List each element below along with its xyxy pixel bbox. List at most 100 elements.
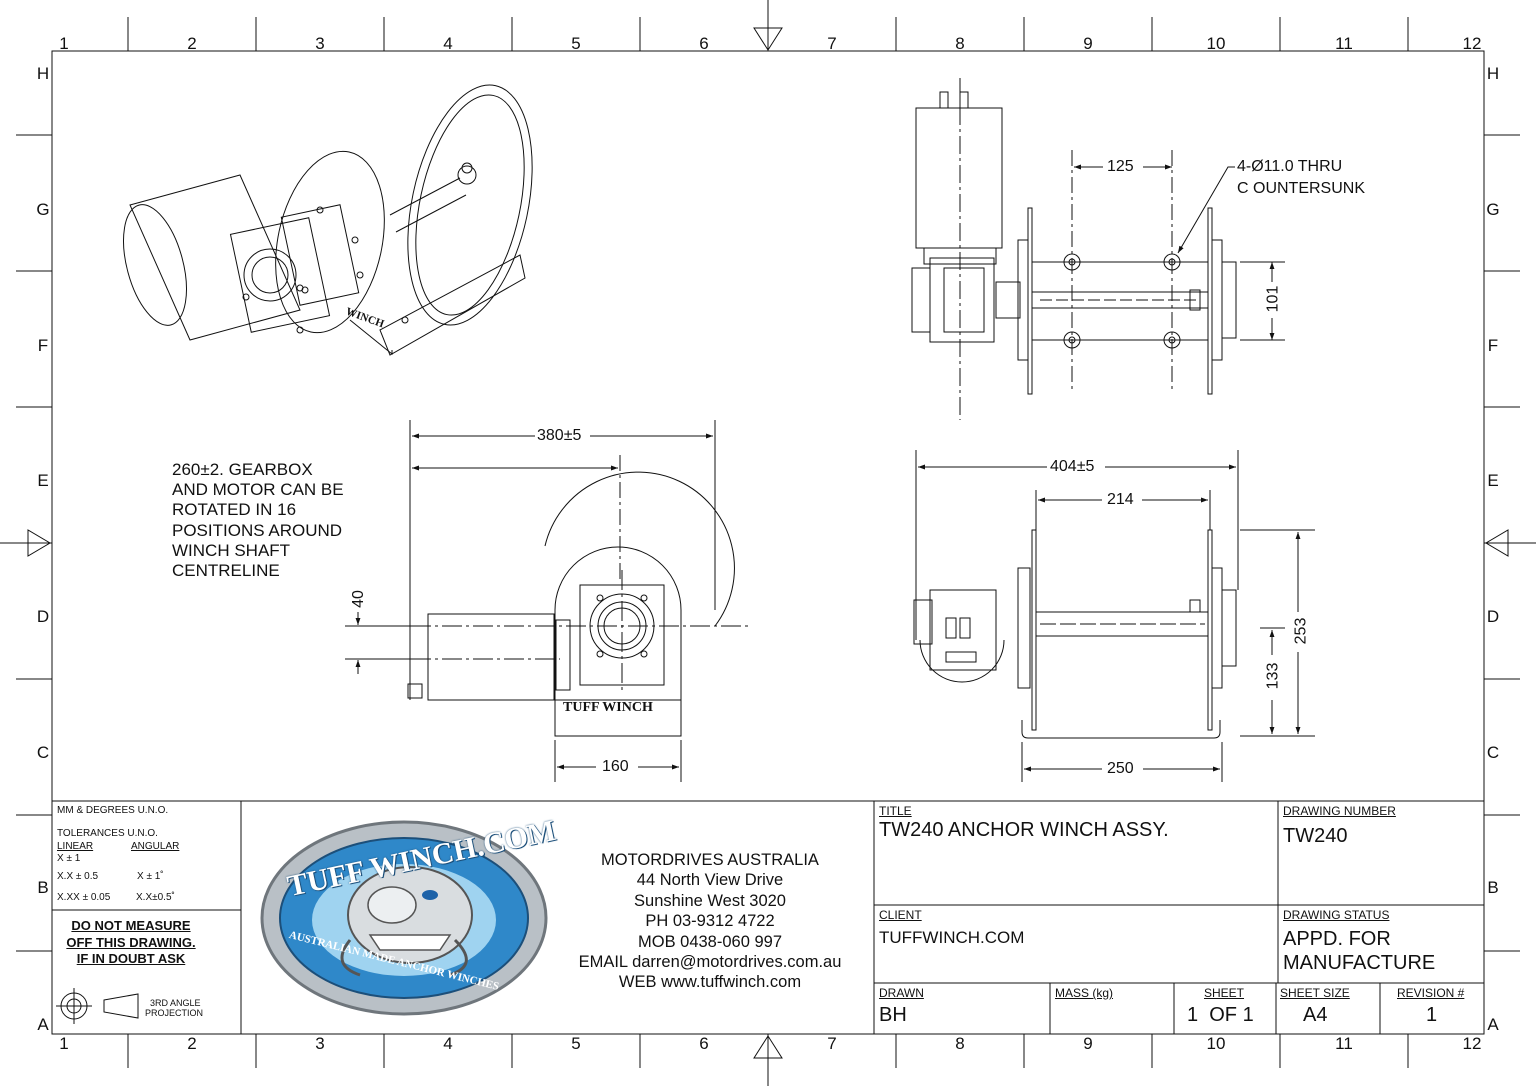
sheet-value: 1 OF 1 <box>1187 1004 1254 1026</box>
zone-col-9: 9 <box>1083 34 1093 53</box>
linear-heading: LINEAR <box>57 841 94 852</box>
zone-col-8-bottom: 8 <box>955 1034 965 1053</box>
zone-row-a: A <box>37 1015 49 1034</box>
note-line: AND MOTOR CAN BE <box>172 480 344 500</box>
title-label: TITLE <box>879 804 912 818</box>
dim-base-160: 160 <box>600 758 631 776</box>
zone-row-g: G <box>36 200 50 219</box>
company-info: MOTORDRIVES AUSTRALIA 44 North View Driv… <box>560 850 860 993</box>
zone-col-1-bottom: 1 <box>59 1034 69 1053</box>
zone-row-e: E <box>37 471 49 490</box>
zone-col-11-bottom: 11 <box>1335 1034 1353 1053</box>
angular-x: X ± 1˚ <box>137 871 164 882</box>
top-view <box>911 78 1285 420</box>
dim-bolt-101: 101 <box>1264 283 1283 315</box>
drawing-number-label: DRAWING NUMBER <box>1283 804 1396 818</box>
dim-bolt-spacing: 125 <box>1105 158 1136 176</box>
side-view-label: TUFF WINCH <box>563 700 653 715</box>
company-line: MOB 0438-060 997 <box>637 932 782 951</box>
client-value: TUFFWINCH.COM <box>879 928 1025 947</box>
drawing-status-label: DRAWING STATUS <box>1283 908 1390 922</box>
note-line: POSITIONS AROUND <box>172 520 343 540</box>
dim-height-40: 40 <box>349 588 368 610</box>
zone-col-9-bottom: 9 <box>1083 1034 1093 1053</box>
zone-row-d-right: D <box>1486 607 1500 626</box>
zone-row-c-right: C <box>1486 743 1500 762</box>
isometric-view <box>123 84 533 356</box>
company-line: WEB www.tuffwinch.com <box>618 973 802 992</box>
zone-ticks <box>16 17 1520 1068</box>
linear-xxx: X.XX ± 0.05 <box>57 892 111 903</box>
company-line: Sunshine West 3020 <box>634 891 786 910</box>
zone-col-7-bottom: 7 <box>827 1034 837 1053</box>
dim-overall-length: 380±5 <box>535 427 584 445</box>
zone-col-12: 12 <box>1462 34 1482 53</box>
tolerances-heading: TOLERANCES U.N.O. <box>57 828 158 839</box>
linear-xx: X.X ± 0.5 <box>57 871 99 882</box>
rotation-note: 260±2. GEARBOX AND MOTOR CAN BE ROTATED … <box>172 460 344 581</box>
client-label: CLIENT <box>879 908 922 922</box>
warning-line: DO NOT MEASURE <box>71 918 191 933</box>
company-line: MOTORDRIVES AUSTRALIA <box>601 851 819 869</box>
company-line: 44 North View Drive <box>636 871 784 890</box>
sheet-label: SHEET <box>1204 986 1245 1000</box>
angular-heading: ANGULAR <box>131 841 180 852</box>
drawing-status-line2: MANUFACTURE <box>1283 952 1436 974</box>
zone-col-10-bottom: 10 <box>1206 1034 1226 1053</box>
drawing-title: TW240 ANCHOR WINCH ASSY. <box>879 819 1169 841</box>
company-line: EMAIL darren@motordrives.com.au <box>578 953 842 972</box>
note-line: ROTATED IN 16 <box>172 500 297 520</box>
dim-height-253: 253 <box>1292 615 1311 647</box>
dim-overall-width: 404±5 <box>1048 458 1097 476</box>
note-line: 260±2. GEARBOX <box>172 460 313 479</box>
zone-col-6: 6 <box>699 34 709 53</box>
zone-col-3-bottom: 3 <box>315 1034 325 1053</box>
zone-col-1: 1 <box>59 34 69 53</box>
zone-col-4: 4 <box>443 34 453 53</box>
hole-callout-line2: C OUNTERSUNK <box>1237 180 1366 197</box>
drawn-label: DRAWN <box>879 986 924 1000</box>
zone-col-7: 7 <box>827 34 837 53</box>
hole-callout-line1: 4-Ø11.0 THRU <box>1237 158 1343 175</box>
zone-row-f: F <box>37 336 49 355</box>
zone-col-8: 8 <box>955 34 965 53</box>
drawing-status-line1: APPD. FOR <box>1283 928 1391 950</box>
tuffwinch-logo <box>260 820 548 1016</box>
drawn-value: BH <box>879 1004 907 1026</box>
units-note: MM & DEGREES U.N.O. <box>57 805 169 816</box>
dim-height-133: 133 <box>1264 660 1283 692</box>
sheet-size-label: SHEET SIZE <box>1280 986 1350 1000</box>
zone-row-h-right: H <box>1486 64 1500 83</box>
note-line: CENTRELINE <box>172 561 280 581</box>
zone-col-5-bottom: 5 <box>571 1034 581 1053</box>
zone-col-4-bottom: 4 <box>443 1034 453 1053</box>
mass-label: MASS (kg) <box>1055 986 1114 1000</box>
projection-label-1: 3RD ANGLE <box>150 998 201 1008</box>
note-line: WINCH SHAFT <box>172 540 291 560</box>
revision-value: 1 <box>1426 1004 1438 1026</box>
do-not-measure-warning: DO NOT MEASURE OFF THIS DRAWING. IF IN D… <box>50 918 212 968</box>
angular-xx: X.X±0.5˚ <box>136 892 175 903</box>
company-line: PH 03-9312 4722 <box>645 912 775 931</box>
zone-col-6-bottom: 6 <box>699 1034 709 1053</box>
dim-drum-214: 214 <box>1105 491 1136 509</box>
zone-row-h: H <box>36 64 50 83</box>
zone-row-g-right: G <box>1486 200 1500 219</box>
drawing-number: TW240 <box>1283 825 1348 847</box>
projection-label-2: PROJECTION <box>145 1008 204 1018</box>
zone-row-b: B <box>37 878 49 897</box>
warning-line: OFF THIS DRAWING. <box>66 934 196 950</box>
zone-row-d: D <box>36 607 50 626</box>
sheet-size-value: A4 <box>1303 1004 1328 1026</box>
side-view <box>345 420 750 782</box>
zone-col-2-bottom: 2 <box>187 1034 197 1053</box>
zone-col-3: 3 <box>315 34 325 53</box>
projection-symbol <box>56 988 139 1024</box>
title-block-grid <box>52 800 1484 1034</box>
linear-x: X ± 1 <box>57 853 81 864</box>
zone-row-b-right: B <box>1487 878 1499 897</box>
zone-row-c: C <box>36 743 50 762</box>
zone-row-e-right: E <box>1487 471 1499 490</box>
zone-col-11: 11 <box>1335 34 1353 53</box>
